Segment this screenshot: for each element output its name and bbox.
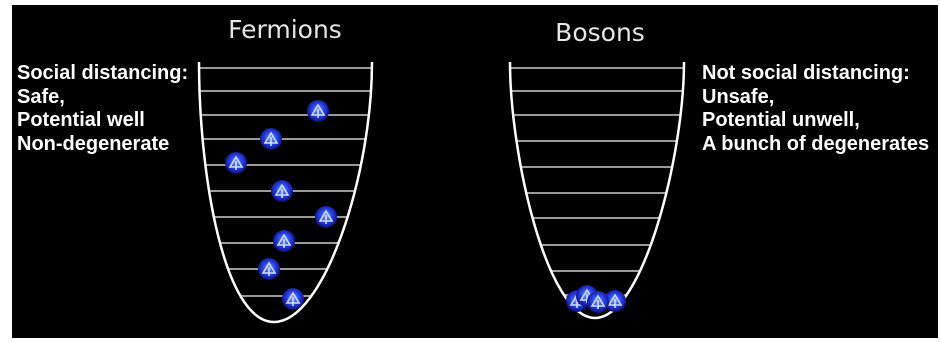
caption-line: Social distancing: — [17, 62, 189, 84]
spin-up-arrow-icon — [271, 180, 293, 202]
caption-line: A bunch of degenerates — [702, 132, 930, 155]
spin-up-arrow-icon — [587, 291, 609, 313]
spin-up-arrow-icon — [260, 128, 282, 150]
fermions-caption: Social distancing: Safe, Potential well … — [17, 62, 188, 156]
caption-line: Safe, — [17, 85, 65, 108]
fermion-potential-well — [197, 61, 374, 324]
spin-up-arrow-icon — [282, 288, 304, 310]
potential-wells-diagram: Fermions Bosons — [197, 15, 686, 324]
spin-up-arrow-icon — [225, 152, 247, 174]
boson-potential-well — [508, 61, 686, 320]
bosons-caption: Not social distancing: Unsafe, Potential… — [702, 62, 929, 156]
spin-up-arrow-icon — [604, 290, 626, 312]
caption-line: Non-degenerate — [17, 132, 170, 155]
caption-line: Not social distancing: — [702, 62, 910, 84]
spin-up-arrow-icon — [258, 258, 280, 280]
caption-line: Potential well — [17, 109, 145, 131]
caption-line: Unsafe, — [702, 85, 775, 108]
boson-particles — [566, 285, 626, 313]
spin-up-arrow-icon — [273, 230, 295, 252]
caption-line: Potential unwell, — [702, 109, 860, 131]
boson-energy-levels — [510, 67, 684, 296]
meme-panel: Fermions Bosons — [12, 5, 938, 338]
fermion-particles — [225, 100, 337, 310]
bosons-title: Bosons — [555, 18, 645, 47]
fermions-title: Fermions — [228, 15, 342, 44]
spin-up-arrow-icon — [307, 100, 329, 122]
spin-up-arrow-icon — [315, 206, 337, 228]
